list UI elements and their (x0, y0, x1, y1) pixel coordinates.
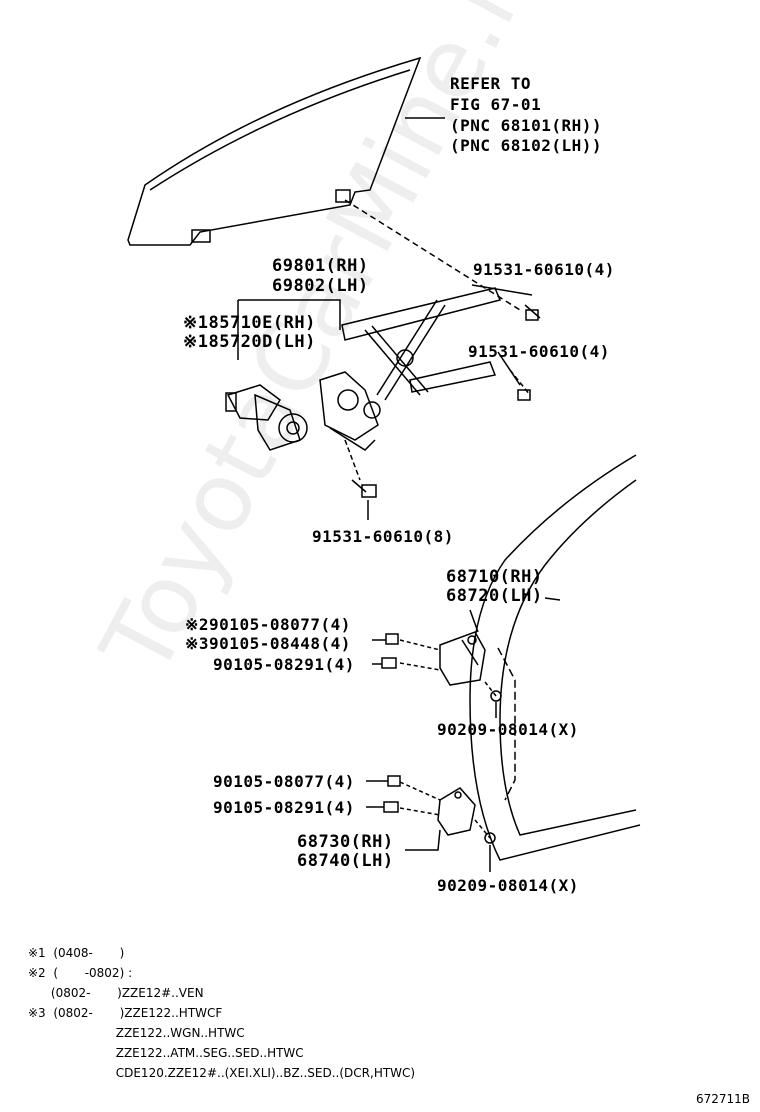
label-bolt-e: ※390105-08448(4) (185, 634, 351, 653)
regulator-motor (225, 384, 308, 451)
bolt-a-leader (471, 284, 533, 296)
label-bolt-h: 90105-08291(4) (213, 798, 355, 817)
door-glass (127, 56, 422, 246)
label-motor-lh: ※185720D(LH) (183, 332, 316, 352)
footnote-3-line2: ZZE122..WGN..HTWC (28, 1026, 245, 1040)
refer-note-line4: (PNC 68102(LH)) (450, 136, 602, 155)
label-nut-b: 90209-08014(X) (437, 876, 579, 895)
figure-reference: 672711B (696, 1092, 751, 1106)
label-bolt-c: 91531-60610(8) (312, 527, 454, 546)
label-upper-hinge-lh: 68720(LH) (446, 586, 543, 606)
glass-dashed-leader (344, 199, 521, 311)
regulator-bolts (344, 304, 541, 498)
footnote-2: ※2 ( -0802) : (28, 966, 133, 980)
label-regulator-lh: 69802(LH) (272, 276, 369, 296)
label-nut-a: 90209-08014(X) (437, 720, 579, 739)
label-motor-rh: ※185710E(RH) (183, 313, 316, 333)
upper-hinge (372, 609, 502, 718)
window-regulator (319, 287, 502, 451)
label-bolt-b: 91531-60610(4) (468, 342, 610, 361)
label-lower-hinge-rh: 68730(RH) (297, 832, 394, 852)
footnote-1: ※1 (0408- ) (28, 946, 125, 960)
label-regulator-rh: 69801(RH) (272, 256, 369, 276)
body-outline (469, 454, 641, 861)
refer-note-line2: FIG 67-01 (450, 95, 542, 114)
label-bolt-g: 90105-08077(4) (213, 772, 355, 791)
bolt-b-leader (497, 351, 521, 386)
lower-hinge (366, 775, 496, 872)
label-bolt-f: 90105-08291(4) (213, 655, 355, 674)
footnote-3-line4: CDE120.ZZE12#..(XEI.XLI)..BZ..SED..(DCR,… (28, 1066, 416, 1080)
footnote-2-detail: (0802- )ZZE12#..VEN (28, 986, 204, 1000)
regulator-leader (238, 299, 341, 330)
refer-note-line1: REFER TO (450, 74, 532, 93)
label-bolt-d: ※290105-08077(4) (185, 615, 351, 634)
footnote-3: ※3 (0802- )ZZE122..HTWCF (28, 1006, 223, 1020)
footnote-3-line3: ZZE122..ATM..SEG..SED..HTWC (28, 1046, 304, 1060)
label-upper-hinge-rh: 68710(RH) (446, 567, 543, 587)
refer-note-line3: (PNC 68101(RH)) (450, 116, 602, 135)
label-bolt-a: 91531-60610(4) (473, 260, 615, 279)
label-lower-hinge-lh: 68740(LH) (297, 851, 394, 871)
